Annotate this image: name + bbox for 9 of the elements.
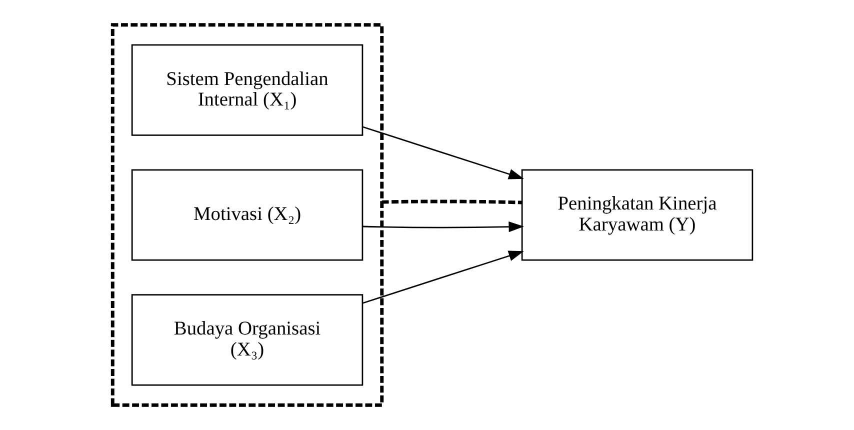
cluster — [110, 23, 384, 407]
node-box: Motivasi (X₂) — [131, 169, 364, 261]
arrow — [362, 250, 524, 304]
arrow — [362, 126, 524, 180]
arrow — [362, 221, 524, 232]
connector — [382, 200, 522, 204]
node-box: Budaya Organisasi (X₃) — [131, 294, 364, 386]
node-box: Peningkatan Kinerja Karyawam (Y) — [521, 169, 754, 261]
node-box: Sistem Pengendalian Internal (X₁) — [131, 44, 364, 136]
